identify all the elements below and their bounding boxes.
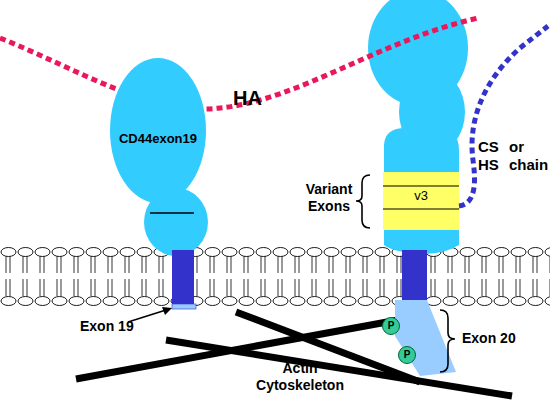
- chain-label: CS or HS chain: [478, 138, 550, 174]
- exon-boundary: [150, 212, 194, 214]
- exon19-tail: [172, 304, 196, 309]
- node-text: P: [382, 320, 400, 332]
- ellipse: [110, 58, 206, 203]
- glycosaminoglycan-chain: [459, 26, 548, 206]
- bracket-label: Exon 20: [462, 330, 524, 347]
- lipid-bilayer: [0, 246, 550, 308]
- phosphate-group: P: [382, 317, 400, 335]
- node-text: CD44exon19: [110, 132, 206, 147]
- circle: [383, 318, 400, 335]
- node-text: P: [398, 349, 416, 361]
- exon-boundary: [383, 186, 459, 187]
- variant-exon-region: [383, 172, 459, 230]
- ellipse-outline: [110, 58, 206, 203]
- bracket-label: Variant Exons: [298, 181, 360, 215]
- exon-boundary: [383, 209, 459, 210]
- phosphate-group: P: [398, 346, 416, 364]
- exon-label: Exon 19: [80, 318, 140, 335]
- bracket: [356, 175, 370, 228]
- structure-label: Actin Cytoskeleton: [248, 360, 352, 394]
- exon20-tail: [395, 300, 456, 376]
- bracket: [440, 310, 455, 372]
- arrow-head: [162, 307, 172, 315]
- variant-exon: v3: [383, 186, 459, 209]
- transmembrane-domain: [172, 250, 194, 305]
- transmembrane-domain: [402, 250, 427, 305]
- protein-stalk: [384, 128, 459, 254]
- chain-label: HA: [233, 86, 273, 110]
- node-text: v3: [383, 189, 459, 204]
- circle: [399, 347, 416, 364]
- protein-domain: CD44exon19: [110, 58, 206, 203]
